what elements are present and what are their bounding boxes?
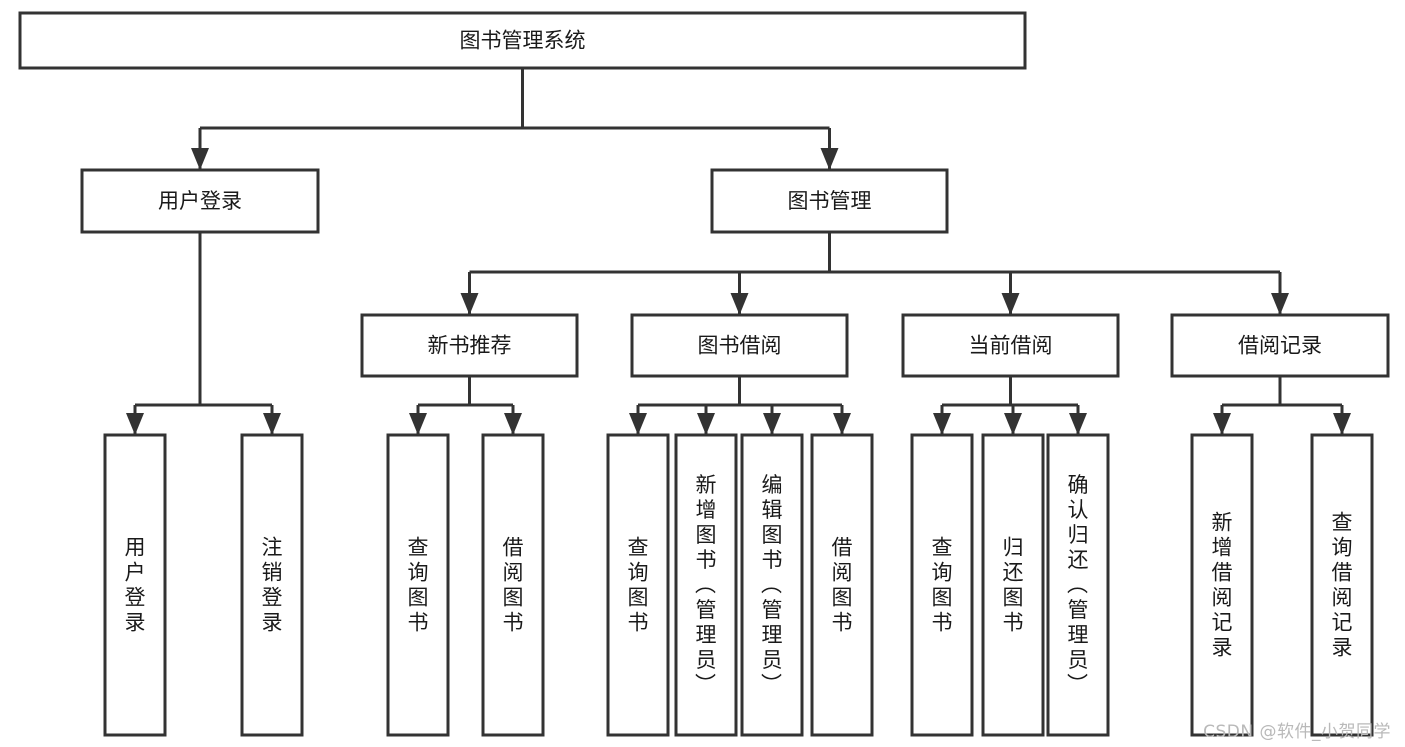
arrow-head-icon — [833, 413, 851, 435]
node-box[interactable] — [386, 433, 450, 737]
node-label: 图书管理 — [788, 189, 872, 213]
node-label: 新增借阅记录 — [1212, 511, 1233, 660]
node-box[interactable] — [103, 433, 167, 737]
arrow-head-icon — [1271, 293, 1289, 315]
node-box[interactable] — [1190, 433, 1254, 737]
node-label: 新增图书（管理员） — [695, 473, 717, 697]
node-box[interactable] — [810, 433, 874, 737]
node-label: 查询图书 — [408, 536, 429, 635]
node-label: 用户登录 — [125, 536, 146, 635]
node-label: 图书管理系统 — [460, 29, 586, 53]
node-label: 查询图书 — [628, 536, 649, 635]
node-layer: 图书管理系统用户登录图书管理新书推荐图书借阅当前借阅借阅记录用户登录注销登录查询… — [18, 11, 1390, 737]
node-new_book_rec[interactable]: 新书推荐 — [360, 313, 579, 378]
node-box[interactable] — [606, 433, 670, 737]
node-leaf_q3[interactable]: 查询图书 — [910, 433, 974, 737]
node-book_borrow[interactable]: 图书借阅 — [630, 313, 849, 378]
arrow-head-icon — [191, 148, 209, 170]
node-label: 查询图书 — [932, 536, 953, 635]
connector-layer — [126, 68, 1351, 435]
node-label: 借阅图书 — [503, 536, 524, 635]
arrow-head-icon — [1001, 293, 1020, 315]
arrow-head-icon — [504, 413, 522, 435]
node-box[interactable] — [901, 313, 1120, 378]
node-box[interactable] — [360, 313, 579, 378]
node-label: 借阅记录 — [1238, 334, 1322, 358]
node-leaf_q2[interactable]: 查询图书 — [606, 433, 670, 737]
node-leaf_edit[interactable]: 编辑图书（管理员） — [740, 433, 804, 737]
node-label: 图书借阅 — [698, 334, 782, 358]
node-label: 借阅图书 — [832, 536, 853, 635]
node-box[interactable] — [740, 433, 804, 737]
arrow-head-icon — [1069, 413, 1087, 435]
node-leaf_b2[interactable]: 借阅图书 — [810, 433, 874, 737]
node-box[interactable] — [674, 433, 738, 737]
node-box[interactable] — [240, 433, 304, 737]
node-box[interactable] — [1046, 433, 1110, 737]
node-label: 归还图书 — [1003, 536, 1024, 635]
node-box[interactable] — [80, 168, 320, 234]
node-box[interactable] — [710, 168, 949, 234]
arrow-head-icon — [409, 413, 427, 435]
node-leaf_b1[interactable]: 借阅图书 — [481, 433, 545, 737]
node-leaf_addlog[interactable]: 新增借阅记录 — [1190, 433, 1254, 737]
node-label: 查询借阅记录 — [1332, 511, 1353, 660]
node-box[interactable] — [18, 11, 1027, 70]
node-box[interactable] — [481, 433, 545, 737]
node-leaf_logout[interactable]: 注销登录 — [240, 433, 304, 737]
node-leaf_login[interactable]: 用户登录 — [103, 433, 167, 737]
arrow-head-icon — [1213, 413, 1231, 435]
arrow-head-icon — [697, 413, 715, 435]
arrow-head-icon — [730, 293, 749, 315]
node-label: 新书推荐 — [428, 334, 512, 358]
node-cur_borrow[interactable]: 当前借阅 — [901, 313, 1120, 378]
node-user_login[interactable]: 用户登录 — [80, 168, 320, 234]
node-root[interactable]: 图书管理系统 — [18, 11, 1027, 70]
node-label: 当前借阅 — [969, 334, 1053, 358]
node-book_mgmt[interactable]: 图书管理 — [710, 168, 949, 234]
arrow-head-icon — [1004, 413, 1022, 435]
node-label: 注销登录 — [262, 536, 283, 635]
arrow-head-icon — [629, 413, 647, 435]
node-box[interactable] — [1310, 433, 1374, 737]
csdn-watermark: CSDN @软件_小贺同学 — [1203, 722, 1391, 742]
node-leaf_ret[interactable]: 归还图书 — [981, 433, 1045, 737]
node-borrow_log[interactable]: 借阅记录 — [1170, 313, 1390, 378]
node-label: 用户登录 — [158, 189, 242, 213]
arrow-head-icon — [933, 413, 951, 435]
node-box[interactable] — [910, 433, 974, 737]
arrow-head-icon — [460, 293, 479, 315]
node-box[interactable] — [981, 433, 1045, 737]
node-label: 编辑图书（管理员） — [761, 473, 783, 697]
arrow-head-icon — [263, 413, 281, 435]
arrow-head-icon — [763, 413, 781, 435]
arrow-head-icon — [126, 413, 144, 435]
node-box[interactable] — [630, 313, 849, 378]
node-box[interactable] — [1170, 313, 1390, 378]
node-leaf_add[interactable]: 新增图书（管理员） — [674, 433, 738, 737]
node-leaf_conf[interactable]: 确认归还（管理员） — [1046, 433, 1110, 737]
node-leaf_qlog[interactable]: 查询借阅记录 — [1310, 433, 1374, 737]
arrow-head-icon — [820, 148, 839, 170]
arrow-head-icon — [1333, 413, 1351, 435]
node-leaf_q1[interactable]: 查询图书 — [386, 433, 450, 737]
node-label: 确认归还（管理员） — [1067, 473, 1089, 697]
